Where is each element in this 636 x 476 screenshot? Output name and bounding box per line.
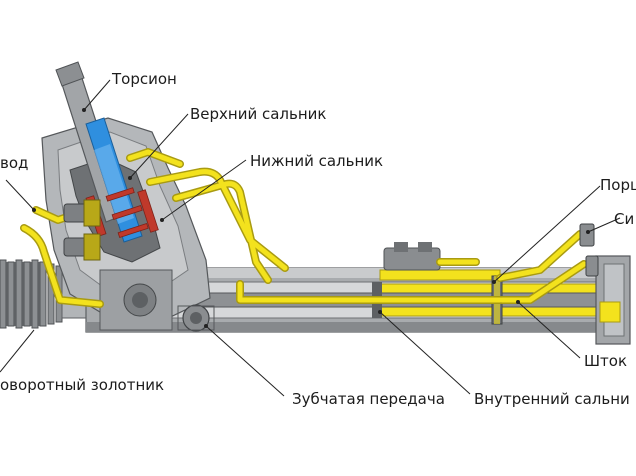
label-gear: Зубчатая передача: [292, 390, 445, 408]
leader-dots: [32, 108, 590, 328]
label-upper-seal: Верхний сальник: [190, 105, 327, 123]
hose-fittings: [63, 199, 599, 277]
label-cylinder: Си: [614, 210, 635, 228]
label-inner-seal: Внутренний сальни: [474, 390, 630, 408]
label-inlet: вод: [0, 154, 29, 172]
end-cap: [595, 255, 631, 345]
label-rotary-valve: оворотный золотник: [0, 376, 165, 394]
label-lower-seal: Нижний сальник: [250, 152, 384, 170]
label-piston: Порш: [600, 176, 636, 194]
valve-block-top: [383, 242, 441, 271]
label-rod: Шток: [584, 352, 628, 370]
oil-lines: [20, 148, 592, 308]
gear-mesh: [177, 304, 215, 332]
label-torsion: Торсион: [112, 70, 177, 88]
leader-lines: [0, 79, 621, 397]
